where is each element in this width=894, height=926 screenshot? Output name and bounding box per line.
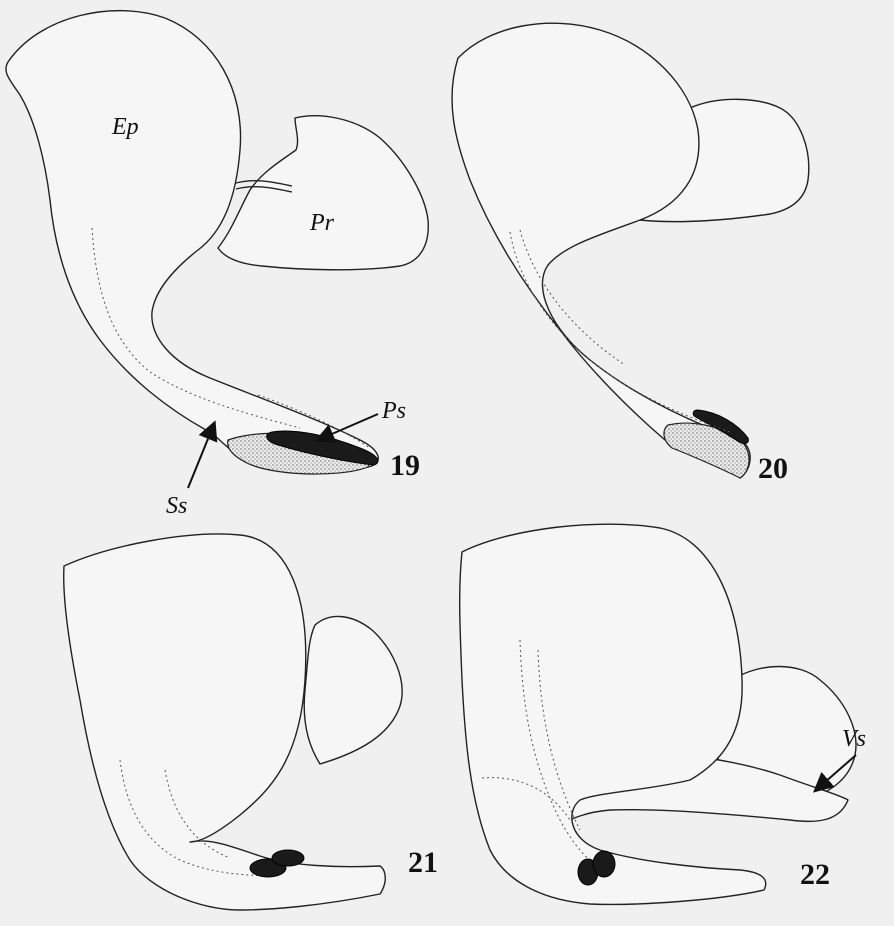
figure-number-22: 22 — [800, 858, 830, 891]
label-ep: Ep — [111, 114, 139, 140]
sclerite-21b — [272, 850, 304, 866]
label-ps: Ps — [381, 398, 406, 424]
label-pr: Pr — [309, 210, 335, 236]
epandrium-22 — [460, 524, 766, 904]
process-lobe-21 — [304, 616, 402, 764]
label-ss: Ss — [166, 493, 187, 519]
epandrium-20 — [452, 23, 750, 478]
figure-number-20: 20 — [758, 452, 788, 485]
process-lobe-19 — [218, 116, 428, 270]
figure-20: 20 — [452, 23, 809, 485]
figure-19: Ep Pr Ps Ss 19 — [6, 11, 428, 519]
sclerite-22b — [593, 851, 615, 877]
label-vs: Vs — [842, 726, 866, 752]
figure-number-21: 21 — [408, 846, 438, 879]
arrow-ss — [188, 424, 214, 488]
figure-22: Vs 22 — [460, 524, 866, 904]
figure-21: 21 — [64, 534, 438, 910]
figure-number-19: 19 — [390, 449, 420, 482]
